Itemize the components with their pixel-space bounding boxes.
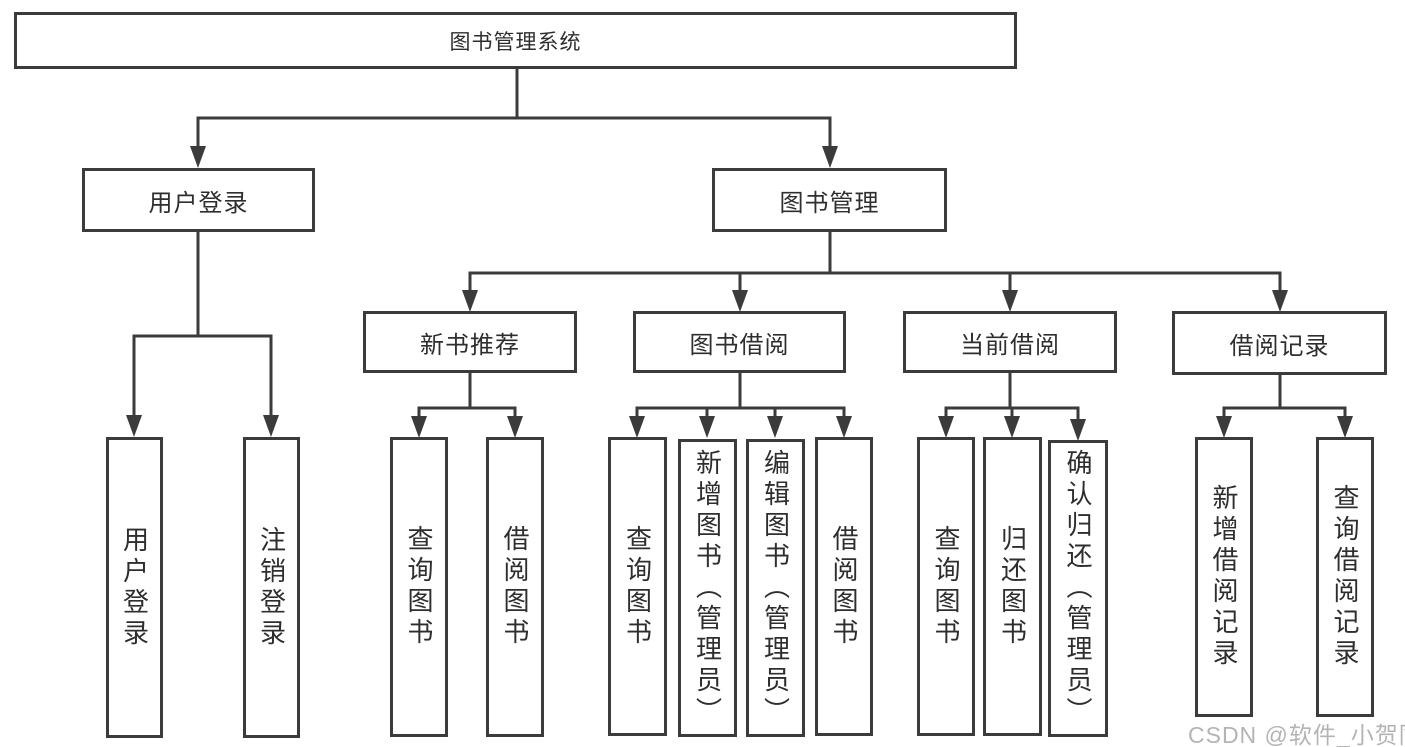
node-book-borrowing: 图书借阅 bbox=[633, 311, 846, 373]
node-label: 新书推荐 bbox=[420, 331, 520, 359]
leaf-return-books: 归还图书 bbox=[983, 437, 1042, 736]
node-user-login: 用户登录 bbox=[82, 168, 315, 232]
leaf-query-books-1: 查询图书 bbox=[390, 437, 448, 737]
leaf-label: 借阅图书 bbox=[500, 525, 530, 649]
leaf-query-borrow-record: 查询借阅记录 bbox=[1316, 437, 1374, 717]
node-new-book-recommendation: 新书推荐 bbox=[363, 311, 577, 373]
connector-line-group bbox=[132, 69, 1347, 435]
leaf-borrow-books-2: 借阅图书 bbox=[815, 437, 873, 736]
node-current-borrowing: 当前借阅 bbox=[903, 311, 1117, 373]
leaf-label: 注销登录 bbox=[256, 525, 287, 650]
node-label: 当前借阅 bbox=[960, 331, 1060, 359]
watermark: CSDN @软件_小贺同学 bbox=[1188, 722, 1405, 747]
leaf-edit-books-admin: 编辑图书（管理员） bbox=[746, 439, 805, 737]
leaf-label: 用户登录 bbox=[119, 525, 150, 650]
leaf-label: 新增借阅记录 bbox=[1209, 484, 1239, 670]
leaf-label: 归还图书 bbox=[997, 524, 1028, 649]
node-borrowing-records: 借阅记录 bbox=[1172, 311, 1387, 375]
leaf-label: 查询图书 bbox=[404, 525, 434, 649]
leaf-label: 查询图书 bbox=[931, 524, 961, 649]
node-label: 图书管理 bbox=[779, 189, 880, 217]
node-label: 用户登录 bbox=[148, 189, 249, 217]
leaf-query-books-2: 查询图书 bbox=[608, 437, 667, 736]
leaf-label: 确认归还（管理员） bbox=[1063, 449, 1093, 728]
leaf-logout: 注销登录 bbox=[243, 437, 300, 738]
leaf-borrow-books-1: 借阅图书 bbox=[486, 437, 544, 737]
leaf-label: 查询图书 bbox=[622, 524, 653, 649]
leaf-confirm-return-admin: 确认归还（管理员） bbox=[1048, 440, 1108, 737]
leaf-label: 新增图书（管理员） bbox=[692, 448, 723, 728]
node-library-management-system: 图书管理系统 bbox=[14, 12, 1017, 69]
leaf-add-borrow-record: 新增借阅记录 bbox=[1195, 437, 1253, 717]
leaf-add-books-admin: 新增图书（管理员） bbox=[678, 439, 737, 737]
arrowhead-group bbox=[126, 146, 1353, 441]
node-label: 图书借阅 bbox=[689, 331, 790, 359]
node-book-management: 图书管理 bbox=[712, 168, 947, 232]
leaf-query-books-3: 查询图书 bbox=[917, 437, 975, 736]
node-label: 图书管理系统 bbox=[449, 30, 582, 54]
leaf-label: 借阅图书 bbox=[829, 524, 859, 649]
leaf-user-login: 用户登录 bbox=[106, 437, 163, 738]
node-label: 借阅记录 bbox=[1229, 332, 1330, 360]
leaf-label: 查询借阅记录 bbox=[1330, 484, 1360, 670]
leaf-label: 编辑图书（管理员） bbox=[760, 448, 791, 728]
